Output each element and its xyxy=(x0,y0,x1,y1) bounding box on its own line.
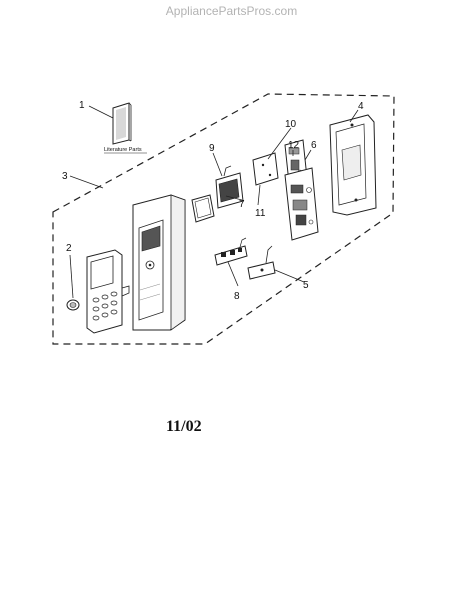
callout-11: 11 xyxy=(255,208,266,219)
literature-booklet[interactable] xyxy=(112,102,132,145)
panel-back-cover[interactable] xyxy=(329,114,377,216)
callout-7: 7 xyxy=(239,199,245,210)
control-panel-frame[interactable] xyxy=(132,194,186,331)
callout-5: 5 xyxy=(303,280,309,291)
callout-4: 4 xyxy=(358,101,364,112)
callout-10: 10 xyxy=(285,119,297,130)
main-control-board[interactable] xyxy=(284,167,319,241)
callout-12: 12 xyxy=(288,140,300,151)
watermark: AppliancePartsPros.com xyxy=(165,4,298,18)
keypad-membrane[interactable] xyxy=(86,249,130,334)
leader-lines xyxy=(69,105,359,299)
callout-9: 9 xyxy=(209,143,215,154)
callout-1: 1 xyxy=(79,100,85,111)
callout-6: 6 xyxy=(311,140,317,151)
callout-2: 2 xyxy=(66,243,72,254)
assembly-boundary xyxy=(52,93,395,345)
knob[interactable] xyxy=(66,299,80,311)
display-window[interactable] xyxy=(191,194,215,223)
callout-3: 3 xyxy=(62,171,68,182)
literature-parts-label: Literature Parts xyxy=(104,147,142,153)
relay-board[interactable] xyxy=(214,237,248,266)
mounting-bracket[interactable] xyxy=(247,245,276,280)
callout-8: 8 xyxy=(234,291,240,302)
date-code: 11/02 xyxy=(166,418,202,435)
shield-plate[interactable] xyxy=(252,152,279,186)
display-board[interactable] xyxy=(215,165,244,209)
